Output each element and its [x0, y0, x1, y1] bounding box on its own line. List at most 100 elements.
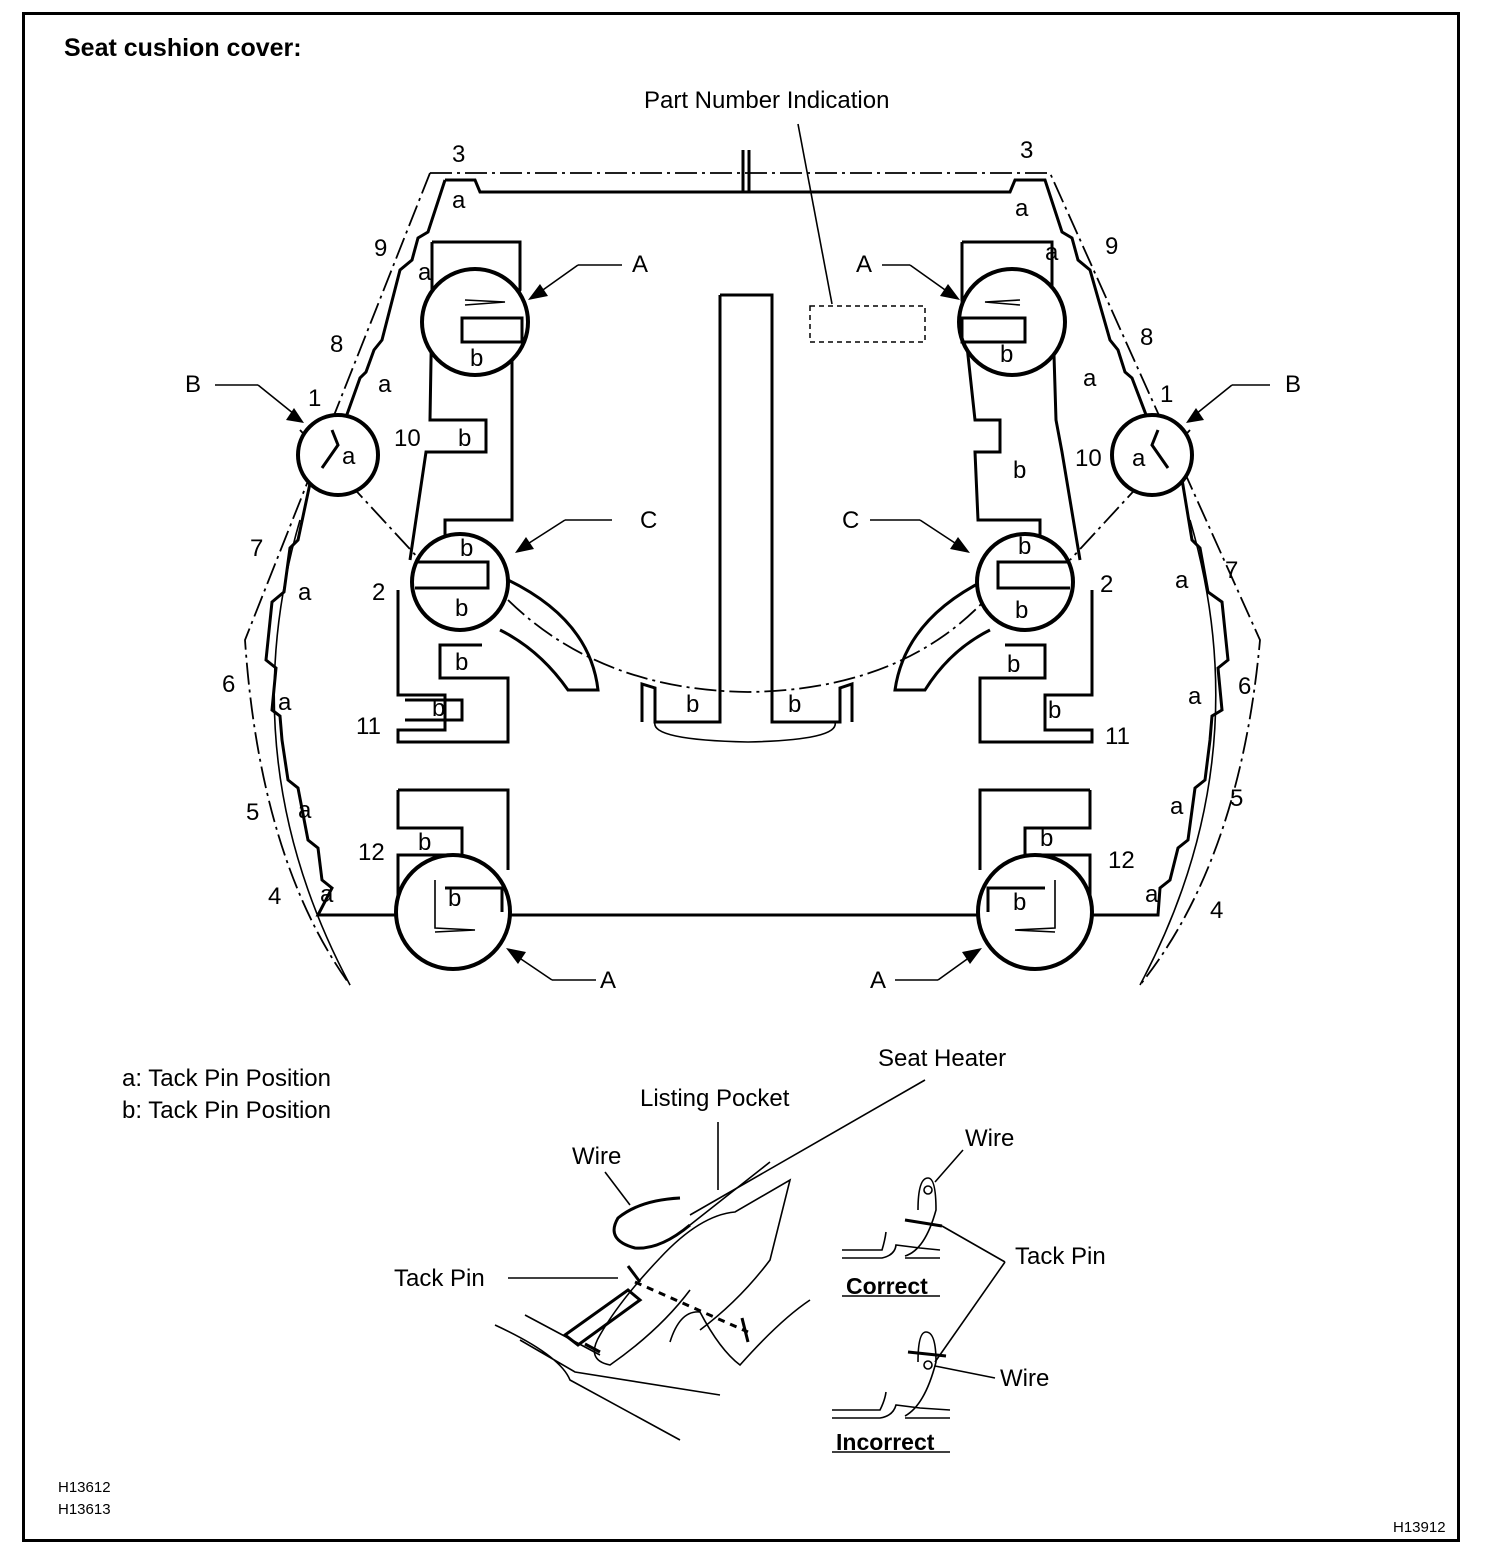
- callout-a-top-left: [528, 264, 622, 300]
- listing-pocket-illustration: [494, 1079, 926, 1441]
- correct-illustration: [842, 1177, 943, 1259]
- b-mark: b: [448, 885, 461, 912]
- tack-b-markers: b b b b b b b b b b b b b b b b b b: [418, 341, 1061, 916]
- center-pocket-right: [720, 293, 854, 724]
- pocket-left-lower: [396, 788, 510, 905]
- incorrect-label: Incorrect: [836, 1429, 935, 1455]
- center-heater-curve: [654, 721, 836, 743]
- num-5-left: 5: [246, 799, 259, 826]
- b-mark: b: [1040, 825, 1053, 852]
- code-h13912: H13912: [1393, 1519, 1446, 1536]
- num-7-left: 7: [250, 535, 263, 562]
- correct-label: Correct: [846, 1273, 928, 1299]
- callout-a-bottom-left-label: A: [600, 967, 616, 994]
- part-number-box: [809, 305, 926, 343]
- diagram-frame: [22, 12, 1460, 1542]
- callout-b-left: [215, 384, 304, 423]
- a-mark: a: [1015, 195, 1029, 222]
- code-h13613: H13613: [58, 1501, 111, 1518]
- b-mark: b: [1015, 597, 1028, 624]
- num-3-right: 3: [1020, 137, 1033, 164]
- b-mark: b: [460, 535, 473, 562]
- a-mark: a: [298, 579, 312, 606]
- clip-a-top-right-pin: [984, 299, 1021, 306]
- num-7-right: 7: [1225, 557, 1238, 584]
- callout-c-right-label: C: [842, 507, 859, 534]
- detail-circle-b-left: [296, 413, 380, 497]
- clip-a-bottom-right-pin: [1014, 880, 1056, 933]
- listing-pocket-label: Listing Pocket: [640, 1085, 790, 1112]
- tack-pin-label: Tack Pin: [394, 1265, 485, 1292]
- wire-leader-incorrect: [934, 1365, 996, 1379]
- wire-leader-correct: [934, 1149, 964, 1183]
- callout-a-top-right-label: A: [856, 251, 872, 278]
- detail-circle-b-right: [1110, 413, 1194, 497]
- part-number-label: Part Number Indication: [644, 87, 889, 114]
- detail-circle-a-top-right: [957, 267, 1067, 377]
- num-4-left: 4: [268, 883, 281, 910]
- b-left-clip: [320, 429, 340, 469]
- clip-a-bottom-right: [986, 886, 1045, 912]
- outer-arc-right: [1139, 519, 1217, 986]
- callout-b-left-label: B: [185, 371, 201, 398]
- num-1-left: 1: [308, 385, 321, 412]
- num-9-right: 9: [1105, 233, 1118, 260]
- clip-a-bottom-left-pin: [434, 880, 476, 933]
- c-right-clip: [996, 560, 1070, 590]
- dash-arc: [507, 599, 986, 693]
- detail-circle-c-left: [410, 532, 510, 632]
- b-mark: b: [455, 649, 468, 676]
- num-2-left: 2: [372, 579, 385, 606]
- callout-a-bottom-left: [506, 948, 596, 981]
- a-mark: a: [342, 443, 356, 470]
- detail-circle-c-right: [975, 532, 1075, 632]
- b-mark: b: [458, 425, 471, 452]
- callout-a-bottom-right-label: A: [870, 967, 886, 994]
- callout-c-left-label: C: [640, 507, 657, 534]
- a-mark: a: [378, 371, 392, 398]
- center-pocket-left: [640, 295, 722, 724]
- clip-a-bottom-left: [445, 886, 504, 912]
- diagram-title: Seat cushion cover:: [64, 34, 302, 62]
- outline-right: [430, 172, 1261, 986]
- b-right-clip: [1150, 429, 1170, 469]
- num-6-right: 6: [1238, 673, 1251, 700]
- callout-a-top-left-label: A: [632, 251, 648, 278]
- a-mark: a: [1045, 239, 1059, 266]
- detail-circle-a-bottom-left: [394, 853, 512, 971]
- num-12-right: 12: [1108, 847, 1135, 874]
- legend-a: a: Tack Pin Position: [122, 1065, 331, 1092]
- a-mark: a: [1145, 881, 1159, 908]
- pocket-right-middle: [978, 590, 1094, 744]
- b-mark: b: [788, 691, 801, 718]
- pocket-right-lower: [978, 788, 1092, 905]
- num-10-left: 10: [394, 425, 421, 452]
- b-mark: b: [1000, 341, 1013, 368]
- callout-a-top-right: [882, 264, 960, 300]
- clip-a-top-left: [460, 316, 524, 344]
- num-6-left: 6: [222, 671, 235, 698]
- b-mark: b: [1048, 697, 1061, 724]
- callout-b-right: [1186, 384, 1270, 423]
- tack-pin-leader-1: [941, 1225, 1006, 1263]
- callout-c-right: [870, 519, 970, 553]
- b-mark: b: [1018, 533, 1031, 560]
- pocket-left-middle-tab: [405, 698, 464, 722]
- num-12-left: 12: [358, 839, 385, 866]
- code-h13612: H13612: [58, 1479, 111, 1496]
- heater-strip-right: [893, 578, 991, 692]
- num-2-right: 2: [1100, 571, 1113, 598]
- num-9-left: 9: [374, 235, 387, 262]
- clip-a-top-right: [960, 316, 1027, 344]
- a-mark: a: [1132, 445, 1146, 472]
- a-mark: a: [452, 187, 466, 214]
- callout-c-left: [515, 519, 612, 553]
- legend-b: b: Tack Pin Position: [122, 1097, 331, 1124]
- b-mark: b: [686, 691, 699, 718]
- clip-a-top-left-pin: [464, 299, 506, 306]
- cover-outline-right: [445, 178, 1230, 917]
- tack-pin-leader-2: [934, 1261, 1006, 1363]
- wire-label-incorrect: Wire: [1000, 1365, 1049, 1392]
- b-mark: b: [455, 595, 468, 622]
- position-numbers: 1 1 2 2 3 3 4 4 5 5 6 6 7 7 8 8 9 9 10 1…: [222, 137, 1251, 924]
